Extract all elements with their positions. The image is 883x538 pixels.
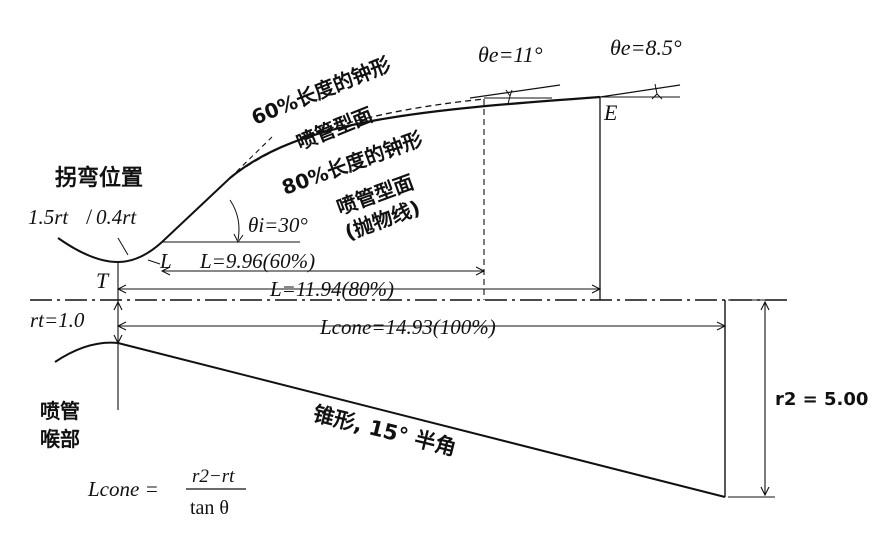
theta-e-80-label: θe=8.5° xyxy=(610,35,682,60)
cone-upper-dashed xyxy=(229,136,273,179)
L80-label: L=11.94(80%) xyxy=(269,277,394,301)
theta-e-60-arrow xyxy=(505,89,513,105)
radius-leader xyxy=(117,237,129,256)
rt-label: rt=1.0 xyxy=(30,308,85,332)
L-small-label: L xyxy=(159,249,172,273)
throat-label-line2: 喉部 xyxy=(40,427,80,451)
r2-label: r2 = 5.00 xyxy=(775,389,868,410)
theta-e-80-arrow xyxy=(651,83,663,100)
radius-upstream-label: 1.5rt xyxy=(28,205,69,229)
L60-arrowheads xyxy=(160,266,486,276)
formula-lhs: Lcone = xyxy=(87,477,159,501)
Lcone-arrowheads xyxy=(116,321,727,331)
theta-e-60-label: θe=11° xyxy=(478,42,543,67)
inflection-label: 拐弯位置 xyxy=(55,165,143,191)
bell-80-contour xyxy=(229,95,601,179)
radius-slash: / xyxy=(86,204,93,229)
radius-downstream-label: 0.4rt xyxy=(96,205,137,229)
formula-numerator: r2−rt xyxy=(192,466,235,487)
L60-label: L=9.96(60%) xyxy=(199,249,315,273)
point-e-label: E xyxy=(603,100,618,125)
formula-denominator: tan θ xyxy=(190,497,229,519)
throat-label-line1: 喷管 xyxy=(40,399,80,423)
exit-tangent-80 xyxy=(599,84,681,98)
exit-tangent-60 xyxy=(469,84,561,99)
theta-i-arc xyxy=(229,199,240,241)
rt-arrowheads xyxy=(113,300,123,345)
theta-i-label: θi=30° xyxy=(248,213,308,237)
Lcone-label: Lcone=14.93(100%) xyxy=(319,315,496,339)
r2-arrowheads xyxy=(760,300,770,497)
L-leader xyxy=(147,259,161,265)
point-t-label: T xyxy=(96,268,110,293)
L80-arrowheads xyxy=(116,284,602,294)
bell-60-contour xyxy=(229,98,485,179)
